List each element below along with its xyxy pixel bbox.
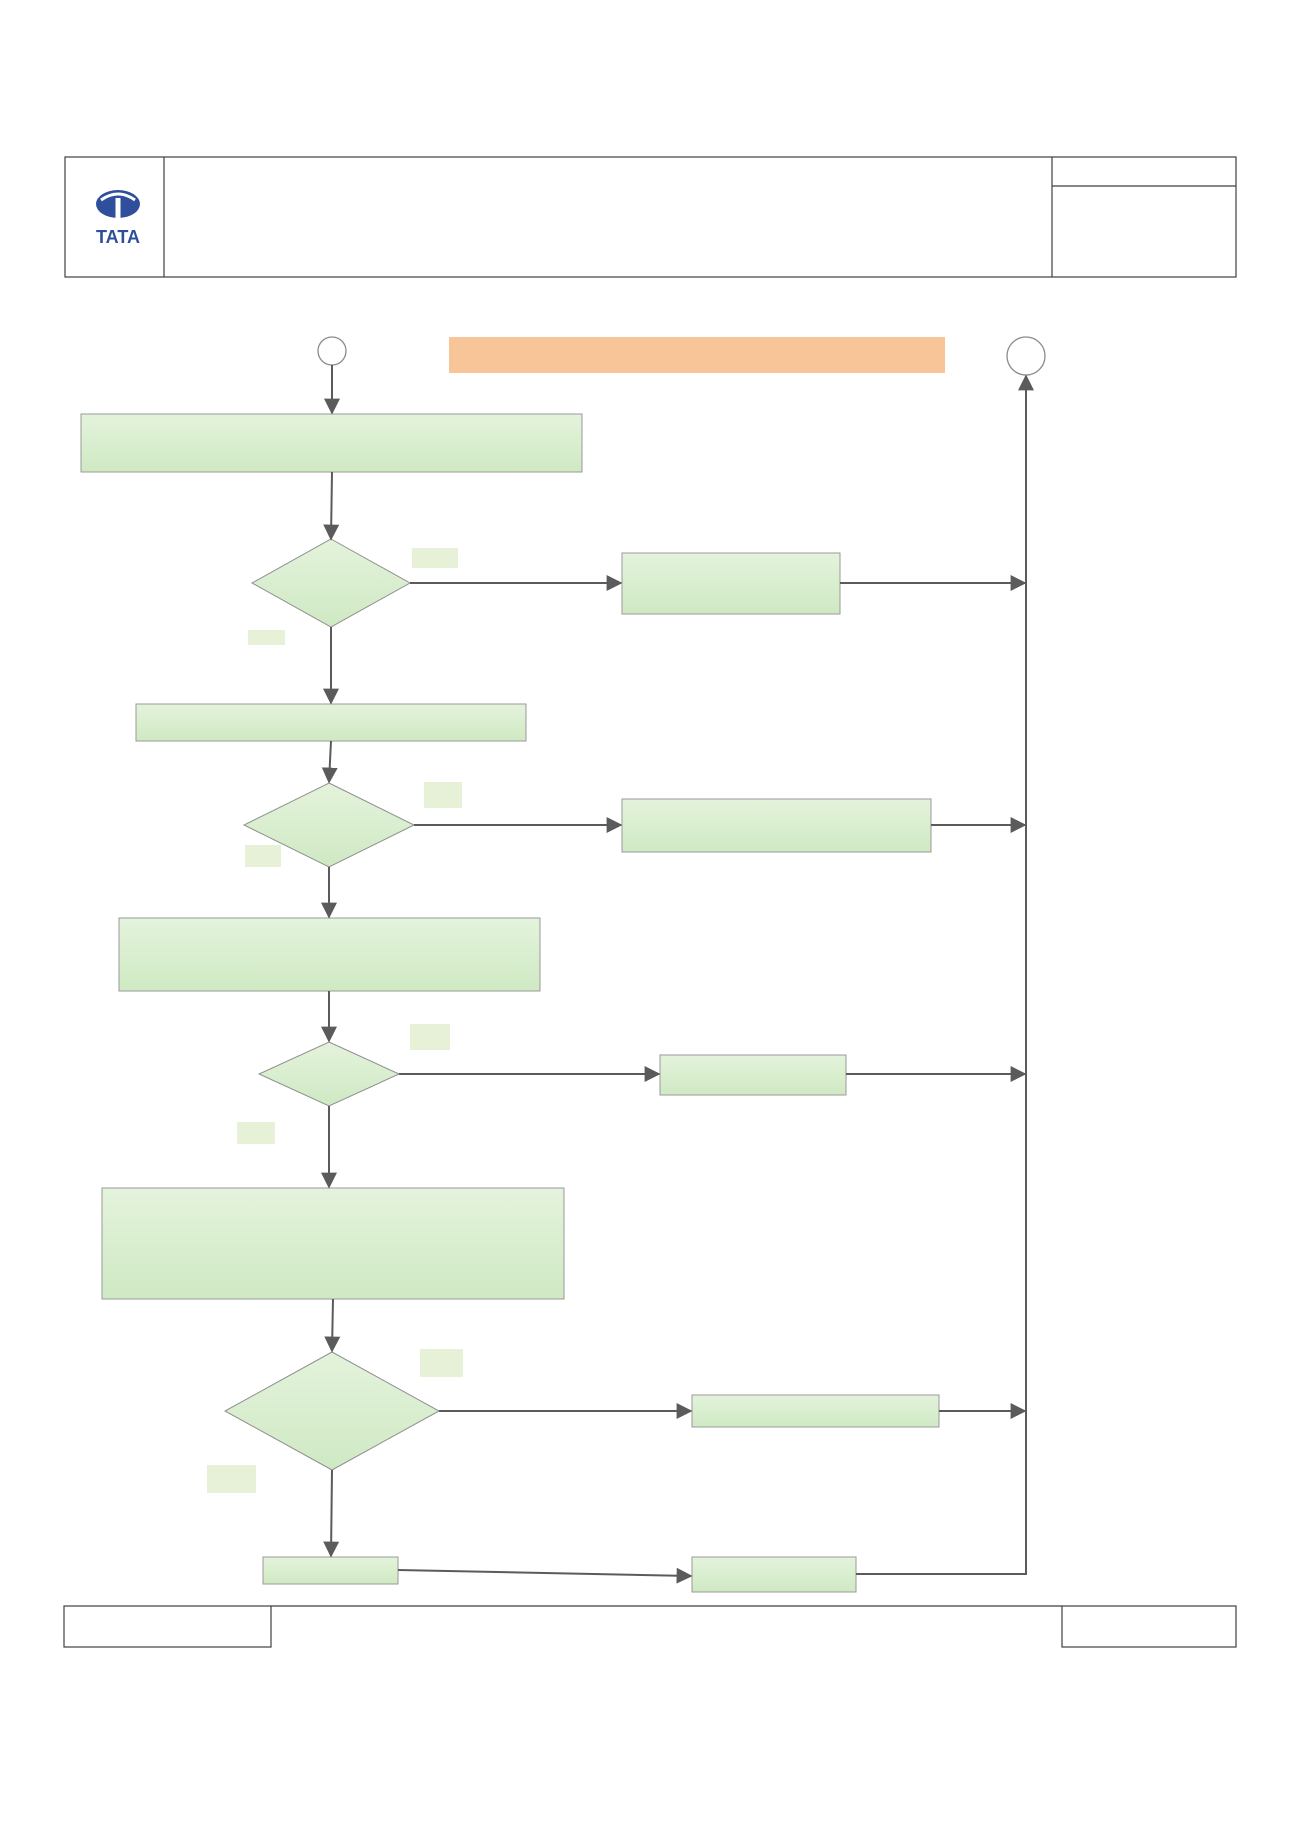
side-step-1 xyxy=(621,552,841,615)
decision-2-right-label xyxy=(424,782,462,808)
start-terminal xyxy=(317,336,347,366)
tata-logo: TATA xyxy=(96,190,140,247)
decision-3-down-label xyxy=(237,1122,275,1144)
process-step-4 xyxy=(101,1187,565,1300)
side-step-2 xyxy=(621,798,932,853)
side-step-3 xyxy=(659,1054,847,1096)
decision-2-down-label xyxy=(245,845,281,867)
process-step-2 xyxy=(135,703,527,742)
connector-process-5-to-side-5 xyxy=(397,1567,693,1584)
header-frame xyxy=(64,156,1237,278)
process-step-5 xyxy=(262,1556,399,1585)
document-footer xyxy=(63,1605,1237,1648)
connector-process-1-to-decision-1 xyxy=(323,471,340,541)
decision-3 xyxy=(257,1041,401,1107)
document-header: TATA xyxy=(64,156,1237,278)
footer-right-box xyxy=(1061,1605,1237,1648)
tata-logo-text: TATA xyxy=(96,227,140,247)
side-step-4 xyxy=(691,1394,940,1428)
decision-4-down-label xyxy=(207,1465,256,1493)
end-terminal xyxy=(1006,336,1046,376)
section-banner xyxy=(449,337,945,373)
side-step-5 xyxy=(691,1556,857,1593)
decision-4 xyxy=(223,1351,441,1471)
footer-left-box xyxy=(63,1605,272,1648)
decision-3-right-label xyxy=(410,1024,450,1050)
process-step-1 xyxy=(80,413,583,473)
decision-1-right-label xyxy=(412,548,458,568)
decision-1-down-label xyxy=(248,630,285,645)
connector-process-4-to-decision-4 xyxy=(324,1298,341,1353)
process-step-3 xyxy=(118,917,541,992)
decision-4-right-label xyxy=(420,1349,463,1377)
decision-1 xyxy=(250,538,412,628)
connector-return-to-end xyxy=(856,374,1034,1575)
connector-decision-4-to-process-5 xyxy=(323,1469,340,1558)
connector-process-2-to-decision-2 xyxy=(321,740,338,784)
